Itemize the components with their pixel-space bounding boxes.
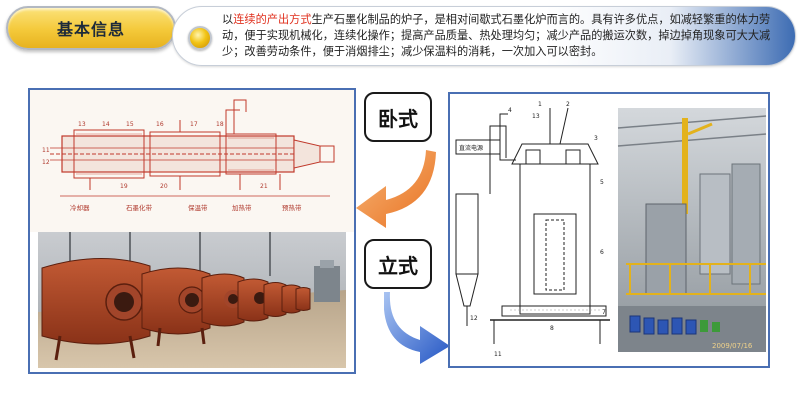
section-tag-label: 基本信息 <box>56 20 125 39</box>
desc-prefix: 以 <box>222 13 234 26</box>
diagram-left-number: 19 <box>120 183 128 190</box>
diagram-left-caption: 预热带 <box>282 203 302 212</box>
vertical-type-label: 立式 <box>364 239 432 289</box>
description-text: 以连续的产出方式生产石墨化制品的炉子，是相对间歇式石墨化炉而言的。具有许多优点，… <box>222 12 784 60</box>
power-box-label: 直流电源 <box>459 144 483 152</box>
diagram-right-number: 1 <box>538 101 542 108</box>
diagram-left-number: 17 <box>190 121 198 128</box>
vertical-furnace-figure: 直流电源 1 2 3 4 5 6 7 8 11 12 13 <box>450 94 768 366</box>
diagram-left-caption: 加热带 <box>232 203 252 212</box>
diagram-left-number: 21 <box>260 183 268 190</box>
photo-date-stamp: 2009/07/16 <box>712 342 753 350</box>
section-tag: 基本信息 <box>6 6 176 50</box>
diagram-right-number: 8 <box>550 325 554 332</box>
horizontal-furnace-panel: 11 12 13 14 15 16 17 18 19 20 21 冷却器 石墨化… <box>28 88 356 374</box>
diagram-left-number: 15 <box>126 121 134 128</box>
desc-highlight: 连续的产出方式 <box>233 13 312 26</box>
diagram-left-number: 16 <box>156 121 164 128</box>
diagram-left-caption: 冷却器 <box>70 203 90 212</box>
diagram-left-caption: 石墨化带 <box>126 203 153 212</box>
diagram-left-number: 20 <box>160 183 168 190</box>
bullet-icon <box>188 26 212 50</box>
diagram-right-number: 11 <box>494 351 502 358</box>
horizontal-furnace-figure: 11 12 13 14 15 16 17 18 19 20 21 冷却器 石墨化… <box>30 90 354 368</box>
diagram-right-number: 5 <box>600 179 604 186</box>
diagram-right-number: 3 <box>594 135 598 142</box>
desc-rest: 生产石墨化制品的炉子，是相对间歇式石墨化炉而言的。具有许多优点，如减轻繁重的体力… <box>222 13 771 58</box>
diagram-right-number: 4 <box>508 107 512 114</box>
horizontal-type-label: 卧式 <box>364 92 432 142</box>
diagram-left-number: 11 <box>42 147 50 154</box>
diagram-right-number: 6 <box>600 249 604 256</box>
furnace-row <box>41 257 311 361</box>
diagram-left-number: 14 <box>102 121 110 128</box>
diagram-right-number: 12 <box>470 315 478 322</box>
diagram-left-number: 18 <box>216 121 224 128</box>
diagram-right-number: 7 <box>602 309 606 316</box>
blue-arrow-icon <box>384 292 450 364</box>
diagram-right-number: 2 <box>566 101 570 108</box>
diagram-left-number: 13 <box>78 121 86 128</box>
description-banner <box>172 6 796 66</box>
diagram-right-number: 13 <box>532 113 540 120</box>
diagram-left-caption: 保温带 <box>188 203 208 212</box>
vertical-furnace-panel: 直流电源 1 2 3 4 5 6 7 8 11 12 13 <box>448 92 770 368</box>
orange-arrow-icon <box>356 150 436 228</box>
diagram-left-number: 12 <box>42 159 50 166</box>
